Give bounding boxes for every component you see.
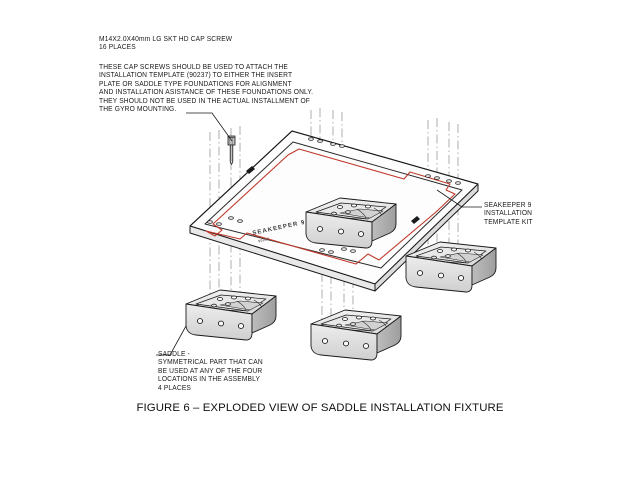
saddle-lower-left — [185, 289, 277, 341]
leader-lines — [156, 112, 482, 356]
plate-mounting-holes — [207, 137, 461, 254]
note-cap-screw-spec: M14X2.0X40mm LG SKT HD CAP SCREW 16 PLAC… — [99, 35, 233, 52]
plate-edge-tabs — [246, 166, 420, 224]
saddle-bottom-center — [310, 309, 402, 361]
note-cap-screw-usage: THESE CAP SCREWS SHOULD BE USED TO ATTAC… — [99, 63, 314, 114]
callout-template-kit: SEAKEEPER 9 INSTALLATION TEMPLATE KIT — [484, 201, 533, 226]
template-kit-highlight — [205, 148, 456, 265]
figure-caption: FIGURE 6 – EXPLODED VIEW OF SADDLE INSTA… — [136, 402, 504, 414]
saddle-right — [405, 241, 497, 293]
callout-saddle: SADDLE - SYMMETRICAL PART THAT CAN BE US… — [158, 350, 263, 392]
